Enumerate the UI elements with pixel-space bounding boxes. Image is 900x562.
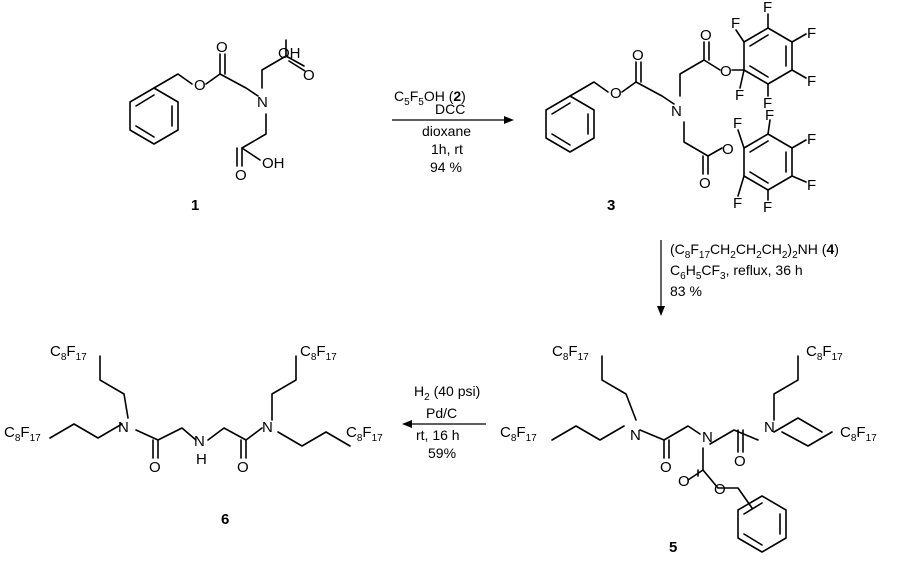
compound-5: N O N O O O N 5	[500, 343, 878, 556]
atom-label: F	[765, 107, 774, 124]
step3-yield: 59%	[428, 445, 456, 461]
atom-label: N	[257, 94, 268, 111]
atom-label: F	[807, 177, 816, 194]
atom-label: O	[303, 67, 315, 84]
compound-number-5: 5	[669, 539, 677, 556]
step1-conditions: 1h, rt	[431, 141, 463, 157]
atom-label: F	[807, 25, 816, 42]
atom-label: O	[660, 459, 672, 476]
atom-label: O	[194, 77, 206, 94]
atom-label: O	[216, 39, 228, 56]
step1-yield: 94 %	[430, 159, 462, 175]
atom-label: O	[610, 85, 622, 102]
atom-label: F	[735, 87, 744, 104]
atom-label: O	[714, 481, 726, 498]
atom-label: O	[699, 175, 711, 192]
atom-label: N	[630, 427, 641, 444]
atom-label: F	[731, 15, 740, 32]
atom-label: F	[763, 0, 772, 16]
atom-label: N	[194, 433, 205, 450]
compound-number-1: 1	[191, 197, 199, 214]
svg-text:H2 (40 psi): H2 (40 psi)	[414, 383, 480, 403]
step1-reagent: DCC	[435, 101, 465, 117]
atom-label: O	[237, 459, 249, 476]
atom-label: O	[722, 141, 734, 158]
atom-label: F	[807, 73, 816, 90]
reaction-step-2: (C8F17CH2CH2CH2)2NH (4) C6H5CF3, reflux,…	[657, 240, 839, 316]
atom-label: O	[678, 473, 690, 490]
compound-number-6: 6	[221, 511, 229, 528]
atom-label: F	[733, 195, 742, 212]
atom-label: O	[734, 453, 746, 470]
atom-label: H	[196, 451, 207, 468]
atom-label: O	[235, 167, 247, 184]
step1-solvent: dioxane	[422, 123, 471, 139]
atom-label: O	[720, 63, 732, 80]
atom-label: OH	[262, 155, 285, 172]
reaction-step-3: H2 (40 psi) Pd/C rt, 16 h 59%	[402, 383, 486, 461]
svg-text:(C8F17CH2CH2CH2)2NH (4): (C8F17CH2CH2CH2)2NH (4)	[670, 241, 839, 261]
compound-1: O O N OH O O OH 1	[129, 39, 315, 214]
compound-number-3: 3	[607, 197, 615, 214]
atom-label: N	[118, 419, 129, 436]
step2-yield: 83 %	[670, 283, 702, 299]
atom-label: O	[632, 47, 644, 64]
atom-label: N	[702, 429, 713, 446]
reaction-step-1: C5F5OH (2) DCC dioxane 1h, rt 94 %	[392, 88, 514, 175]
atom-label: OH	[278, 45, 301, 62]
compound-6: N O N H O N 6	[4, 343, 384, 528]
step3-conditions: rt, 16 h	[416, 427, 460, 443]
atom-label: O	[700, 27, 712, 44]
atom-label: F	[807, 131, 816, 148]
atom-label: F	[763, 199, 772, 216]
atom-label: N	[671, 103, 682, 120]
atom-label: N	[262, 419, 273, 436]
compound-3: O O N O O O O F F F F F F F F F F F F 3	[545, 0, 816, 216]
atom-label: F	[763, 95, 772, 112]
svg-text:C5F5OH (2): C5F5OH (2)	[394, 88, 466, 108]
atom-label: F	[733, 115, 742, 132]
step3-catalyst: Pd/C	[426, 405, 457, 421]
atom-label: O	[149, 459, 161, 476]
svg-text:C6H5CF3, reflux, 36 h: C6H5CF3, reflux, 36 h	[670, 262, 803, 282]
atom-label: N	[764, 419, 775, 436]
